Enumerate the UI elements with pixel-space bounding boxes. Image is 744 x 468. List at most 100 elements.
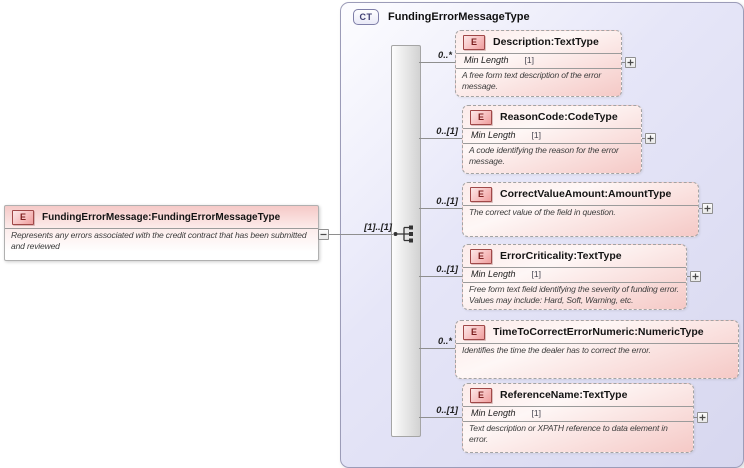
element-name: ReasonCode [500, 111, 565, 123]
element-type: NumericType [637, 326, 704, 338]
element-title: E FundingErrorMessage : FundingErrorMess… [5, 206, 318, 228]
separator-line [463, 267, 686, 268]
connector-line [419, 138, 462, 139]
element-reason-code[interactable]: E ReasonCode : CodeType Min Length [1] A … [462, 105, 642, 174]
plus-icon[interactable] [645, 133, 656, 144]
element-type: TextType [582, 389, 628, 401]
type-separator: : [604, 188, 608, 200]
element-annotation: Free form text field identifying the sev… [469, 284, 679, 306]
plus-icon[interactable] [625, 57, 636, 68]
element-type: FundingErrorMessageType [151, 211, 281, 223]
type-separator: : [573, 250, 578, 262]
element-annotation: Identifies the time the dealer has to co… [462, 345, 651, 355]
type-separator: : [579, 389, 583, 401]
plus-icon[interactable] [702, 203, 713, 214]
connector-line [692, 417, 697, 418]
element-annotation: Text description or XPATH reference to d… [469, 423, 668, 445]
type-separator: : [148, 211, 152, 223]
element-name: CorrectValueAmount [500, 188, 605, 200]
connector-line [620, 62, 625, 63]
sequence-icon[interactable] [392, 224, 419, 244]
separator-line [456, 68, 621, 69]
facet-name: Min Length [471, 130, 516, 140]
element-icon: E [463, 324, 485, 340]
element-annotation: Represents any errors associated with th… [11, 230, 307, 252]
facet-name: Min Length [471, 269, 516, 279]
element-annotation: A code identifying the reason for the er… [469, 145, 619, 167]
facet-row: Min Length [1] [463, 269, 686, 282]
cardinality-label: [1]..[1] [364, 222, 392, 232]
element-title: E TimeToCorrectErrorNumeric : NumericTyp… [456, 321, 738, 343]
connector-line [329, 234, 393, 235]
separator-line [5, 228, 318, 229]
connector-line [697, 208, 702, 209]
connector-line [419, 348, 455, 349]
separator-line [456, 53, 621, 54]
type-separator: : [550, 36, 555, 48]
separator-line [463, 205, 698, 206]
separator-line [463, 421, 693, 422]
connector-line [640, 138, 645, 139]
element-icon: E [12, 209, 34, 225]
element-correct-value-amount[interactable]: E CorrectValueAmount : AmountType The co… [462, 182, 699, 237]
cardinality-label: 0..* [438, 50, 452, 60]
minus-icon[interactable] [318, 229, 329, 240]
complex-type-icon: CT [353, 9, 379, 25]
element-title: E CorrectValueAmount : AmountType [463, 183, 698, 205]
complex-type-title: FundingErrorMessageType [388, 11, 530, 23]
cardinality-label: 0..[1] [436, 126, 458, 136]
element-name: Description [493, 36, 551, 48]
facet-value: [1] [531, 408, 541, 418]
separator-line [463, 406, 693, 407]
element-icon: E [470, 248, 492, 264]
connector-line [419, 276, 462, 277]
element-error-criticality[interactable]: E ErrorCriticality : TextType Min Length… [462, 244, 687, 310]
element-annotation: The correct value of the field in questi… [469, 207, 616, 217]
separator-line [463, 282, 686, 283]
element-icon: E [470, 387, 492, 403]
element-icon: E [470, 109, 492, 125]
connector-line [419, 208, 462, 209]
separator-line [463, 143, 641, 144]
type-separator: : [634, 326, 638, 338]
facet-row: Min Length [1] [463, 130, 641, 143]
connector-line [685, 276, 690, 277]
element-title: E ReferenceName : TextType [463, 384, 693, 406]
element-type: TextType [577, 250, 622, 262]
type-separator: : [564, 111, 568, 123]
element-icon: E [463, 34, 485, 50]
facet-name: Min Length [471, 408, 516, 418]
element-name: ReferenceName [500, 389, 580, 401]
plus-icon[interactable] [697, 412, 708, 423]
connector-line [419, 417, 462, 418]
element-type: AmountType [607, 188, 672, 200]
element-name: ErrorCriticality [500, 250, 574, 262]
separator-line [463, 128, 641, 129]
element-icon: E [470, 186, 492, 202]
element-annotation: A free form text description of the erro… [462, 70, 602, 92]
element-description[interactable]: E Description : TextType Min Length [1] A… [455, 30, 622, 97]
facet-value: [1] [524, 55, 534, 65]
facet-row: Min Length [1] [456, 55, 621, 68]
element-reference-name[interactable]: E ReferenceName : TextType Min Length [1]… [462, 383, 694, 453]
connector-line [419, 62, 455, 63]
element-title: E Description : TextType [456, 31, 621, 53]
plus-icon[interactable] [690, 271, 701, 282]
cardinality-label: 0..* [438, 336, 452, 346]
facet-value: [1] [531, 269, 541, 279]
separator-line [456, 343, 738, 344]
element-title: E ReasonCode : CodeType [463, 106, 641, 128]
element-type: TextType [554, 36, 599, 48]
element-name: FundingErrorMessage [42, 211, 149, 223]
facet-name: Min Length [464, 55, 509, 65]
element-name: TimeToCorrectErrorNumeric [493, 326, 635, 338]
facet-value: [1] [531, 130, 541, 140]
cardinality-label: 0..[1] [436, 264, 458, 274]
element-type: CodeType [567, 111, 618, 123]
element-time-to-correct-error-numeric[interactable]: E TimeToCorrectErrorNumeric : NumericTyp… [455, 320, 739, 379]
facet-row: Min Length [1] [463, 408, 693, 421]
element-title: E ErrorCriticality : TextType [463, 245, 686, 267]
complex-type-header: CT FundingErrorMessageType [353, 9, 530, 25]
element-funding-error-message[interactable]: E FundingErrorMessage : FundingErrorMess… [4, 205, 319, 261]
